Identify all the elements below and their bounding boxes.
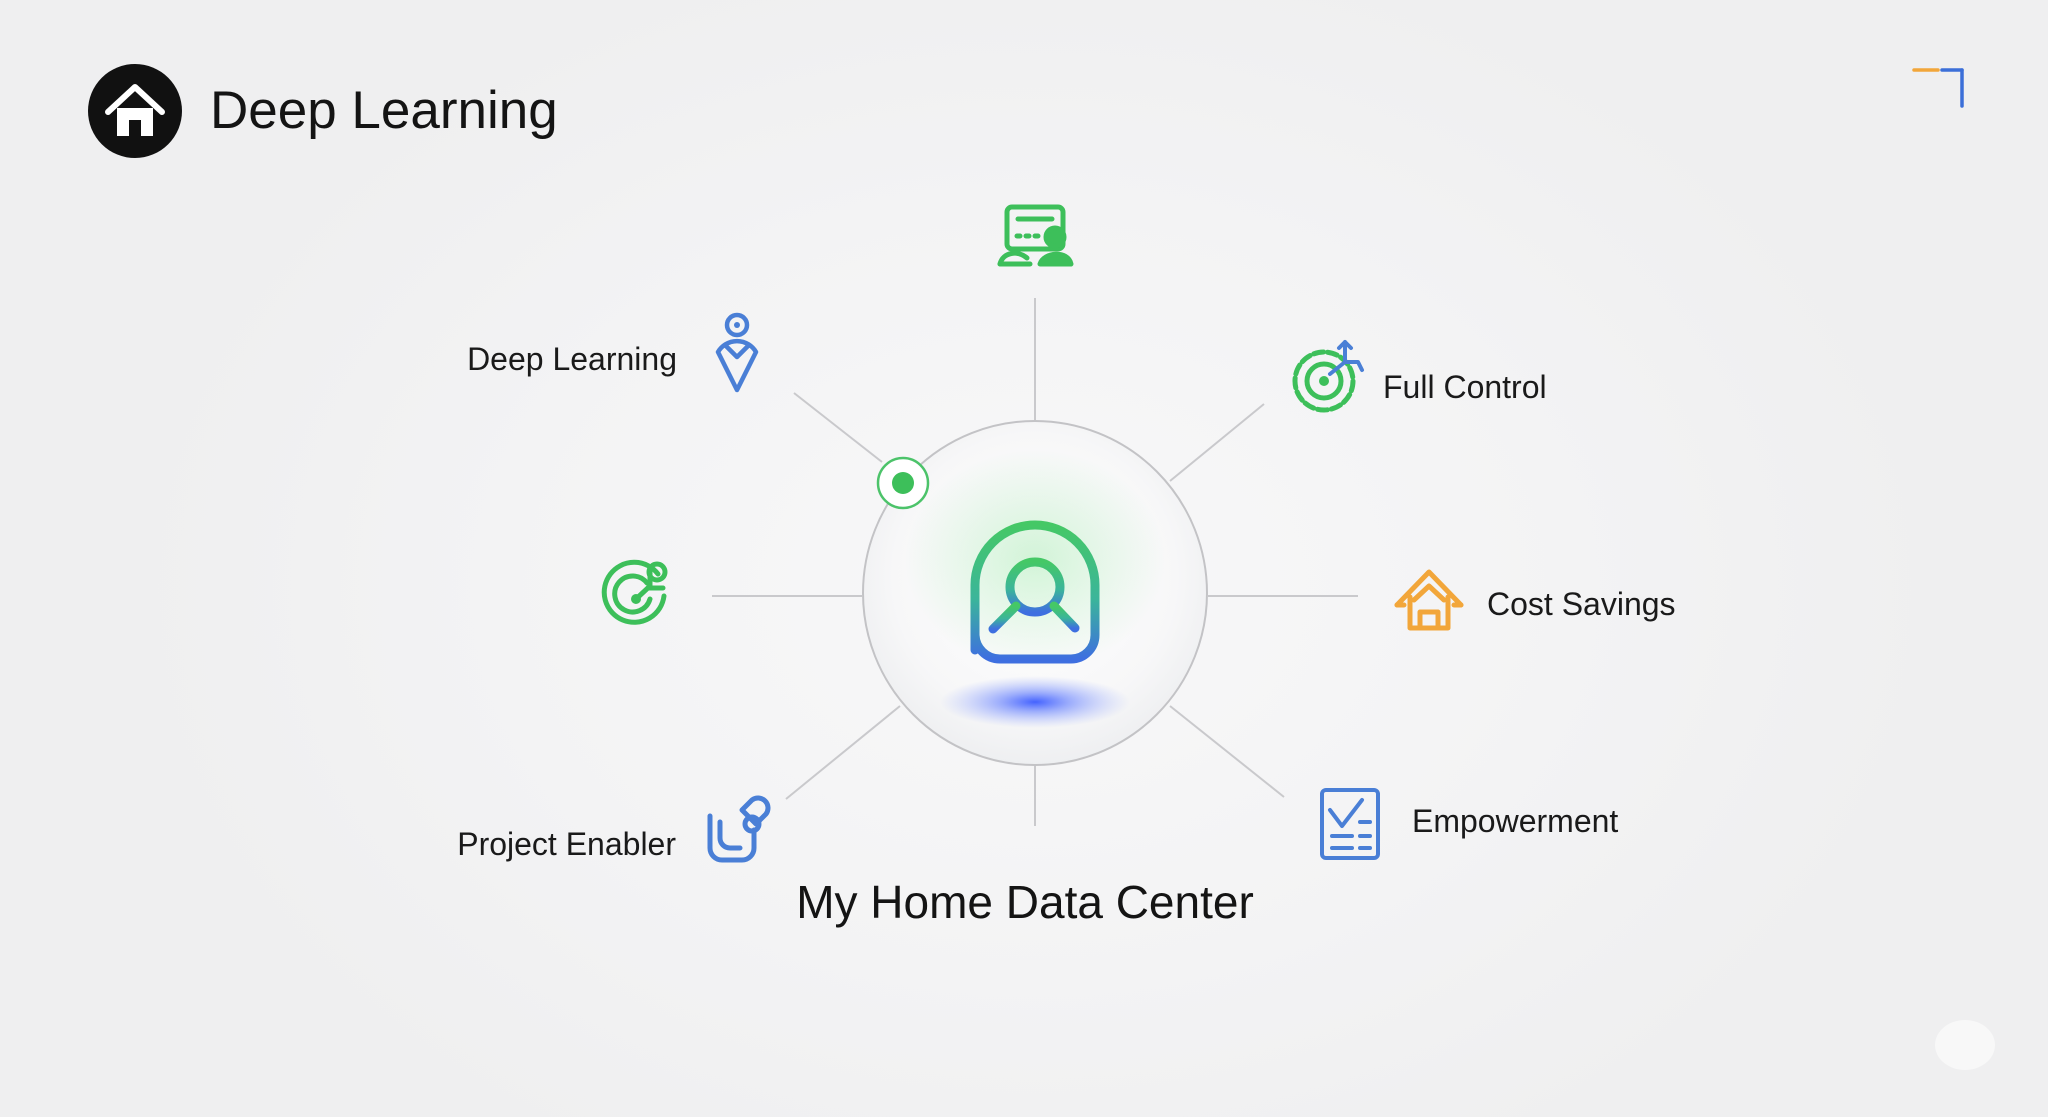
location-pin-icon [715,312,759,393]
connector-lines [712,298,1358,826]
growth-dial-icon [601,559,668,625]
connector-dot [876,456,930,510]
house-icon [1394,569,1464,631]
corner-accent-icon [1912,68,1964,108]
node-label-cost-savings: Cost Savings [1487,586,1676,622]
home-logo-icon [88,64,182,158]
node-label-empowerment: Empowerment [1412,803,1619,839]
user-monitor-icon [997,204,1074,267]
node-label-project-enabler: Project Enabler [457,826,676,862]
enabler-icon [707,795,771,863]
checklist-document-icon [1320,788,1380,860]
node-label-deep-learning: Deep Learning [467,341,677,377]
dial-control-icon [1292,340,1364,413]
node-label-full-control: Full Control [1383,369,1547,405]
search-user-icon [970,520,1100,664]
watermark-badge [1935,1020,1995,1070]
page-title: Deep Learning [210,81,558,140]
hub-glow [940,676,1130,728]
diagram-title: My Home Data Center [796,876,1254,928]
